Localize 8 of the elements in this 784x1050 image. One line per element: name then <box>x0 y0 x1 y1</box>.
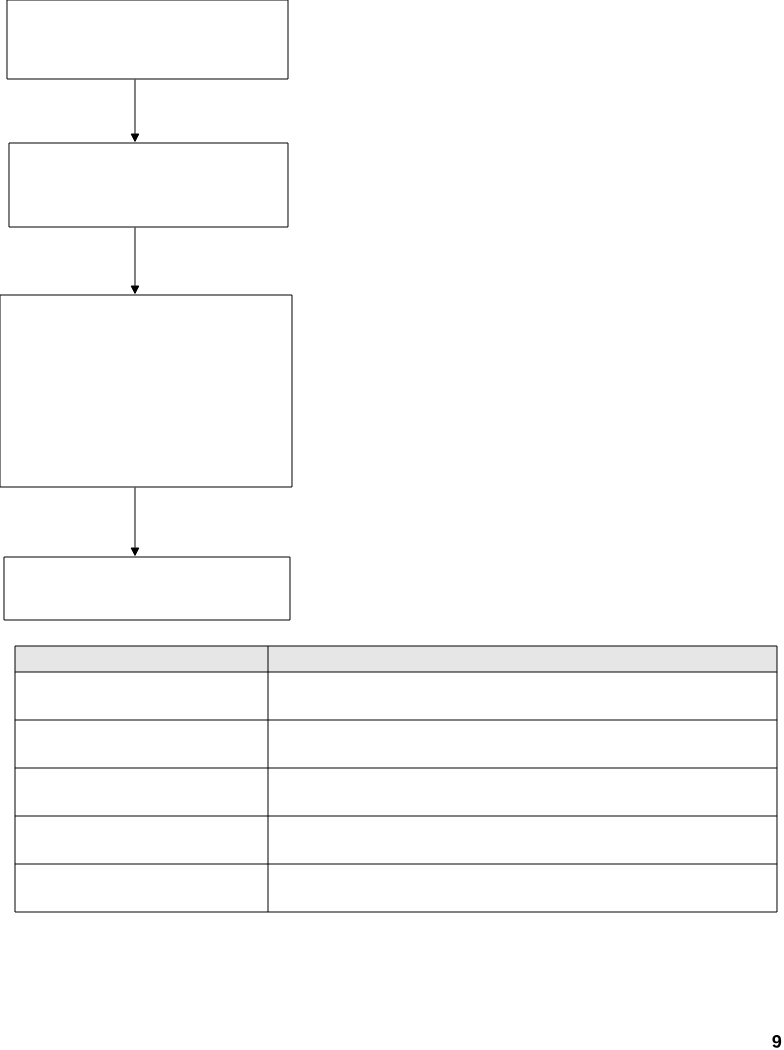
arrow <box>130 487 140 556</box>
process-box <box>0 294 293 488</box>
process-box <box>3 556 291 621</box>
arrow <box>130 79 140 142</box>
arrow <box>130 227 140 294</box>
page-number: 9 <box>772 1035 782 1048</box>
process-box <box>6 0 289 80</box>
process-box <box>8 142 289 228</box>
